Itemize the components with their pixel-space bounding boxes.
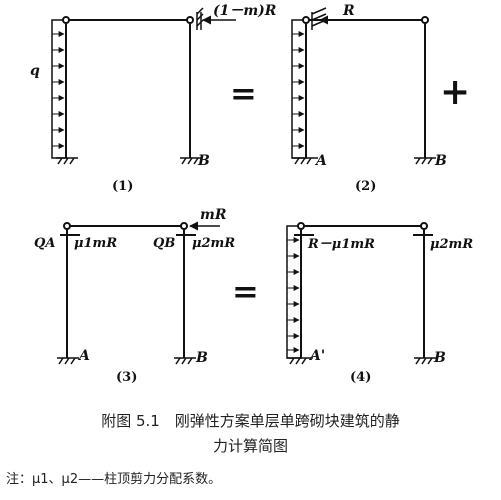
support-right	[180, 157, 202, 165]
load-arrows	[52, 31, 65, 149]
hinge-right-4	[420, 222, 428, 230]
panel-1	[51, 7, 236, 165]
load-arrows-4	[287, 237, 300, 353]
distributed-load-q-2	[291, 19, 307, 159]
hinge-left	[62, 16, 70, 24]
label-support-b1: B	[197, 153, 210, 169]
label-support-a2: A	[314, 153, 327, 169]
equals-sign-bottom: =	[232, 272, 259, 310]
hinge-right-3	[180, 222, 188, 230]
label-shear-qa: QA	[34, 236, 55, 251]
hinge-right-2	[421, 16, 429, 24]
support-left	[56, 157, 78, 165]
hinge-left-2	[302, 16, 310, 24]
label-reaction-mu1: μ1mR	[74, 236, 117, 251]
load-arrows-2	[292, 31, 305, 149]
figure-caption-line1: 附图 5.1 刚弹性方案单层单跨砌块建筑的静	[101, 412, 400, 430]
label-support-b2: B	[434, 153, 447, 169]
label-support-b3: B	[195, 350, 208, 366]
figure-caption-line2: 力计算简图	[212, 437, 288, 455]
equals-sign-top: =	[230, 74, 257, 112]
label-support-b4: B	[433, 350, 446, 366]
panel-4	[286, 222, 436, 365]
label-force-1: (1－m)R	[213, 3, 276, 19]
label-reaction-right-4: μ2mR	[430, 237, 473, 252]
label-q: q	[30, 63, 40, 79]
support-left-2	[292, 157, 318, 165]
restraint-symbol	[196, 7, 204, 30]
label-support-a4: A'	[308, 348, 325, 364]
hinge-right	[186, 16, 194, 24]
support-left-3	[57, 357, 79, 365]
label-shear-qb: QB	[153, 236, 175, 251]
hinge-left-4	[297, 222, 305, 230]
distributed-load-q-4	[286, 225, 302, 359]
panel-2	[291, 7, 436, 165]
support-left-4	[287, 357, 313, 365]
distributed-load-q	[51, 19, 67, 159]
footnote: 注：μ1、μ2——柱顶剪力分配系数。	[6, 472, 222, 487]
support-right-3	[174, 357, 196, 365]
label-support-a3: A	[77, 348, 90, 364]
panel-number-1: (1)	[112, 179, 133, 194]
structural-diagram: q (1－m)R B (1) =	[30, 3, 473, 385]
support-right-4	[414, 357, 436, 365]
hinge-left-3	[63, 222, 71, 230]
support-right-2	[414, 157, 436, 165]
label-force-2: R	[342, 3, 355, 19]
label-top-force-3: mR	[200, 207, 226, 223]
panel-number-2: (2)	[355, 179, 376, 194]
panel-3	[57, 221, 220, 365]
label-reaction-mu2: μ2mR	[192, 236, 235, 251]
panel-number-4: (4)	[350, 370, 371, 385]
panel-number-3: (3)	[116, 370, 137, 385]
plus-sign: +	[440, 71, 470, 113]
label-reaction-left-4: R－μ1mR	[307, 237, 375, 252]
